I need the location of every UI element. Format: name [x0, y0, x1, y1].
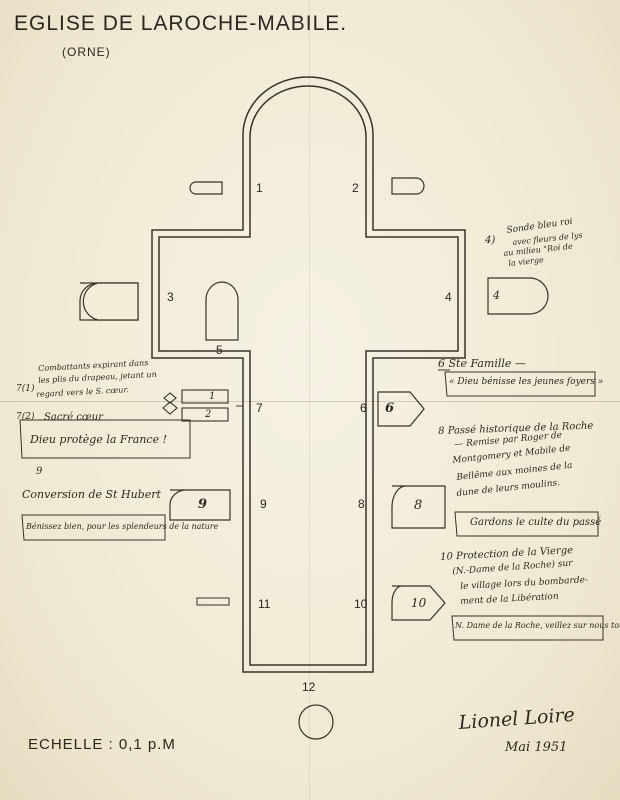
- church-inner-wall: [158, 85, 459, 666]
- annotation-8-motto: Gardons le culte du passé: [470, 517, 602, 528]
- annotation-box-7: [19, 419, 191, 459]
- fold-line: [309, 0, 310, 800]
- annotation-10-motto: N. Dame de la Roche, veillez sur nous to…: [455, 621, 620, 630]
- plaque-label-4: 4: [493, 289, 500, 302]
- fold-line: [0, 401, 620, 402]
- plaque-small-1: [189, 181, 223, 195]
- plan-number-11: 11: [258, 597, 271, 611]
- scale-label: ECHELLE : 0,1 p.M: [28, 736, 176, 753]
- page-subtitle: (ORNE): [62, 45, 111, 59]
- church-outer-wall: [151, 76, 466, 673]
- plan-number-10: 10: [354, 597, 368, 611]
- plan-number-12: 12: [302, 680, 316, 694]
- plaque-small-2: [391, 177, 425, 195]
- date-label: Mai 1951: [505, 740, 568, 755]
- plaque-label-9: 9: [198, 497, 208, 512]
- plaque-label-10: 10: [411, 596, 427, 610]
- plan-number-8: 8: [358, 497, 365, 511]
- plan-number-1: 1: [256, 181, 263, 195]
- plaque-4: [487, 277, 549, 315]
- annotation-7-label: Sacré cœur: [44, 412, 103, 423]
- plan-number-4: 4: [445, 290, 452, 304]
- plaque-5: [205, 281, 239, 341]
- plaque-label-7-1: 1: [209, 391, 216, 402]
- annotation-7-marker: 7(1): [16, 384, 35, 394]
- annotation-9-marker: 9: [36, 466, 43, 477]
- annotation-9-motto: Bénissez bien, pour les splendeurs de la…: [26, 522, 219, 531]
- annotation-4-marker: 4): [485, 235, 496, 246]
- annotation-7-marker: 7(2): [16, 412, 35, 422]
- cross-icon: [162, 392, 178, 415]
- annotation-box-6: [444, 371, 596, 397]
- plaque-3-round: [82, 282, 139, 321]
- plaque-11: [196, 597, 230, 606]
- plaque-9: [169, 489, 231, 521]
- plan-number-3: 3: [167, 290, 174, 304]
- plaque-10: [391, 585, 446, 621]
- plan-number-9: 9: [260, 497, 267, 511]
- plan-number-6: 6: [360, 401, 367, 415]
- plaque-label-8: 8: [414, 498, 423, 513]
- annotation-7-motto: Dieu protège la France !: [30, 433, 168, 446]
- plan-number-5: 5: [216, 343, 223, 357]
- annotation-6-title: 6 Ste Famille —: [438, 357, 526, 370]
- plan-number-7: 7: [256, 401, 263, 415]
- plaque-label-7-2: 2: [205, 409, 212, 420]
- plaque-7-2: [181, 407, 229, 422]
- page-title: EGLISE DE LAROCHE-MABILE.: [14, 12, 348, 35]
- annotation-box-10: [451, 615, 604, 641]
- plaque-7-1: [181, 389, 229, 404]
- plaque-label-6: 6: [385, 401, 395, 416]
- circle-12: [298, 704, 334, 740]
- plaque-8: [391, 485, 446, 529]
- annotation-6-motto: « Dieu bénisse les jeunes foyers »: [449, 377, 604, 387]
- annotation-box-8: [454, 511, 599, 537]
- annotation-9-label: Conversion de St Hubert: [22, 488, 161, 501]
- annotation-box-9: [21, 514, 166, 541]
- plaque-6: [377, 391, 425, 427]
- plan-number-2: 2: [352, 181, 359, 195]
